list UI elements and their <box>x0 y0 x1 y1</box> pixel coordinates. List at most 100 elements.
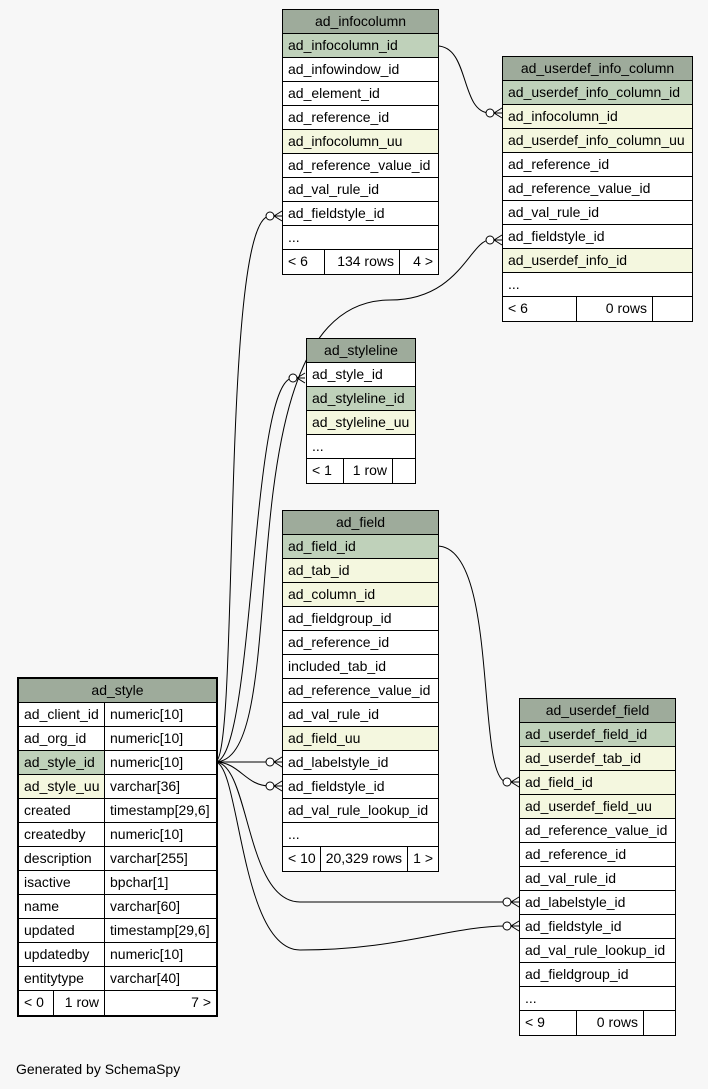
column-row[interactable]: ad_reference_id <box>520 843 675 867</box>
column-row[interactable]: created timestamp[29,6] <box>19 799 216 823</box>
children-link[interactable]: 7 > <box>191 994 211 1010</box>
column-row[interactable]: ad_style_id <box>307 363 415 387</box>
column-row[interactable]: ad_val_rule_lookup_id <box>520 939 675 963</box>
column-row[interactable]: ad_fieldstyle_id <box>520 915 675 939</box>
column-row[interactable]: ad_userdef_info_column_uu <box>503 129 692 153</box>
column-row[interactable]: ... <box>283 226 438 250</box>
column-row[interactable]: ad_element_id <box>283 82 438 106</box>
column-row[interactable]: ad_infowindow_id <box>283 58 438 82</box>
column-row[interactable]: ad_val_rule_id <box>283 178 438 202</box>
column-type: varchar[60] <box>110 898 181 914</box>
column-row[interactable]: ad_userdef_info_column_id <box>503 81 692 105</box>
column-name: name <box>19 895 105 918</box>
column-row[interactable]: ... <box>503 273 692 297</box>
column-row[interactable]: ad_tab_id <box>283 559 438 583</box>
column-type: numeric[10] <box>110 730 184 746</box>
parents-link[interactable]: < 1 <box>307 459 344 483</box>
column-name: included_tab_id <box>288 658 387 674</box>
column-row[interactable]: ad_fieldgroup_id <box>520 963 675 987</box>
column-name: created <box>19 799 105 822</box>
parents-link[interactable]: < 6 <box>283 250 325 274</box>
column-row[interactable]: ad_field_uu <box>283 727 438 751</box>
column-row[interactable]: ad_userdef_field_uu <box>520 795 675 819</box>
column-row[interactable]: ad_userdef_tab_id <box>520 747 675 771</box>
crows-foot-markers <box>273 107 520 932</box>
column-row[interactable]: ad_reference_id <box>503 153 692 177</box>
column-row[interactable]: ad_reference_value_id <box>283 154 438 178</box>
column-row[interactable]: included_tab_id <box>283 655 438 679</box>
column-row[interactable]: ad_labelstyle_id <box>283 751 438 775</box>
column-name: ad_styleline_id <box>307 387 415 410</box>
column-row[interactable]: ... <box>307 435 415 459</box>
generated-by-footer: Generated by SchemaSpy <box>16 1061 181 1077</box>
column-row[interactable]: ad_fieldstyle_id <box>283 202 438 226</box>
column-name: ad_styleline_uu <box>307 411 415 434</box>
column-row[interactable]: ad_fieldstyle_id <box>283 775 438 799</box>
column-row[interactable]: ad_reference_id <box>283 631 438 655</box>
column-row[interactable]: name varchar[60] <box>19 895 216 919</box>
column-row[interactable]: ad_field_id <box>520 771 675 795</box>
column-row[interactable]: ad_reference_id <box>283 106 438 130</box>
column-row[interactable]: ad_infocolumn_id <box>283 34 438 58</box>
children-link[interactable] <box>393 459 415 483</box>
column-row[interactable]: ad_userdef_field_id <box>520 723 675 747</box>
table-title[interactable]: ad_userdef_field <box>520 699 675 723</box>
column-row[interactable]: ad_column_id <box>283 583 438 607</box>
parents-link[interactable]: < 0 <box>19 991 54 1015</box>
column-type: timestamp[29,6] <box>110 802 210 818</box>
column-name: ad_reference_value_id <box>525 822 668 838</box>
children-link[interactable]: 1 > <box>413 850 433 866</box>
column-row[interactable]: ad_fieldgroup_id <box>283 607 438 631</box>
column-row[interactable]: ad_field_id <box>283 535 438 559</box>
column-row[interactable]: ad_fieldstyle_id <box>503 225 692 249</box>
column-row[interactable]: ad_reference_value_id <box>503 177 692 201</box>
column-row[interactable]: ad_val_rule_id <box>283 703 438 727</box>
column-row[interactable]: ad_reference_value_id <box>283 679 438 703</box>
column-row[interactable]: ad_val_rule_lookup_id <box>283 799 438 823</box>
table-title[interactable]: ad_style <box>19 679 216 703</box>
table-title[interactable]: ad_field <box>283 511 438 535</box>
table-title[interactable]: ad_userdef_info_column <box>503 57 692 81</box>
column-row[interactable]: ... <box>520 987 675 1011</box>
parents-link[interactable]: < 9 <box>520 1011 577 1035</box>
children-link[interactable] <box>644 1011 675 1035</box>
table-title[interactable]: ad_infocolumn <box>283 10 438 34</box>
column-row[interactable]: ad_infocolumn_uu <box>283 130 438 154</box>
column-name: ad_fieldstyle_id <box>508 228 605 244</box>
column-row[interactable]: ... <box>283 823 438 847</box>
column-row[interactable]: ad_org_id numeric[10] <box>19 727 216 751</box>
column-row[interactable]: ad_val_rule_id <box>503 201 692 225</box>
column-row[interactable]: ad_styleline_id <box>307 387 415 411</box>
column-name: entitytype <box>19 967 105 990</box>
column-row[interactable]: ad_reference_value_id <box>520 819 675 843</box>
table-title[interactable]: ad_styleline <box>307 339 415 363</box>
edge-style-to-userdef-info-column-fieldstyle <box>214 239 491 763</box>
children-link[interactable]: 4 > <box>413 253 433 269</box>
parents-link[interactable]: < 6 <box>503 297 577 321</box>
table-name: ad_userdef_field <box>545 702 650 718</box>
parents-link[interactable]: < 10 <box>283 847 321 871</box>
column-row[interactable]: ad_val_rule_id <box>520 867 675 891</box>
column-row[interactable]: ad_styleline_uu <box>307 411 415 435</box>
column-row[interactable]: ad_userdef_info_id <box>503 249 692 273</box>
children-link[interactable] <box>653 297 692 321</box>
column-row[interactable]: ad_labelstyle_id <box>520 891 675 915</box>
column-name: ad_org_id <box>19 727 105 750</box>
column-name: ad_infocolumn_id <box>283 34 438 57</box>
column-row[interactable]: ad_infocolumn_id <box>503 105 692 129</box>
